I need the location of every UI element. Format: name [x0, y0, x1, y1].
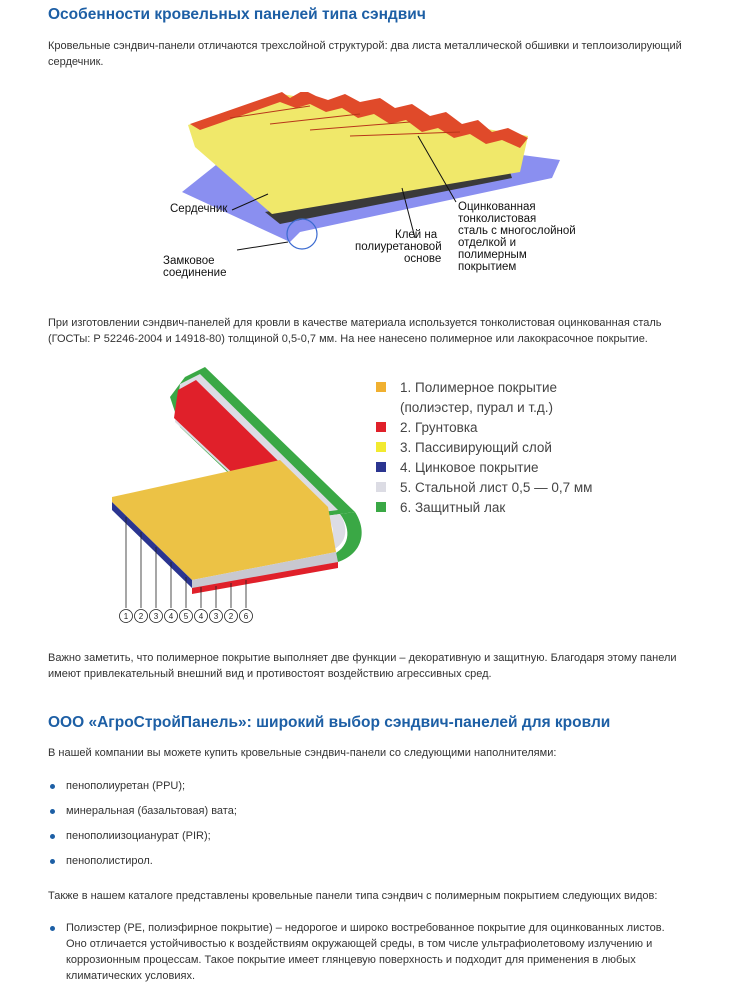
coating-item: Полиэстер (PE, полиэфирное покрытие) – н… — [48, 920, 688, 984]
filler-item-text: пенополиуретан (PPU); — [66, 780, 186, 792]
label-glue-1: Клей на — [395, 229, 438, 241]
section-title: Особенности кровельных панелей типа сэнд… — [48, 6, 426, 23]
steel-paragraph: При изготовлении сэндвич-панелей для кро… — [48, 317, 662, 345]
layer-number: 3 — [154, 612, 159, 621]
bullet-icon — [50, 834, 55, 839]
catalog-intro: Также в нашем каталоге представлены кров… — [48, 890, 658, 902]
label-steel-6: покрытием — [458, 261, 516, 273]
intro-paragraph: Кровельные сэндвич-панели отличаются тре… — [48, 40, 682, 68]
filler-item-text: пенополиизоцианурат (PIR); — [66, 830, 211, 842]
label-glue-2: полиуретановой — [355, 241, 442, 253]
legend-swatch — [376, 442, 386, 452]
legend-item: 6. Защитный лак — [400, 500, 505, 515]
filler-item-text: минеральная (базальтовая) вата; — [66, 805, 237, 817]
coating-layers-illustration: 1 2 3 4 5 4 3 2 6 1. Полимерное покрытие (полиэст… — [112, 367, 592, 623]
layer-number-circle — [134, 609, 148, 623]
layer-number-circle — [209, 609, 223, 623]
zinc-edge — [112, 502, 192, 588]
legend-item: 3. Пассивирующий слой — [400, 440, 552, 455]
filler-item: минеральная (базальтовая) вата; — [48, 803, 688, 819]
company-section-title: ООО «АгроСтройПанель»: широкий выбор сэн… — [48, 714, 611, 731]
legend-swatch — [376, 502, 386, 512]
filler-item: пенополистирол. — [48, 853, 688, 869]
legend-swatch — [376, 462, 386, 472]
layer-number: 4 — [169, 612, 174, 621]
layer-number-circle — [119, 609, 133, 623]
bend-inner — [320, 514, 346, 552]
label-lock-1: Замковое — [163, 255, 215, 267]
bend-outer — [330, 512, 362, 562]
coatings-list: Полиэстер (PE, полиэфирное покрытие) – н… — [48, 920, 688, 984]
filler-item: пенополиуретан (PPU); — [48, 778, 688, 794]
rib-lines — [229, 105, 461, 137]
legend-item: 4. Цинковое покрытие — [400, 460, 539, 475]
layer-number-circle — [194, 609, 208, 623]
pointer-lines — [125, 517, 247, 608]
label-steel-3: сталь с многослойной — [458, 225, 576, 237]
leader-lines — [231, 135, 457, 251]
label-steel-5: полимерным — [458, 249, 527, 261]
layer-number: 1 — [124, 612, 129, 621]
label-core: Сердечник — [170, 203, 228, 215]
layer-number-circle — [149, 609, 163, 623]
layer-number: 6 — [244, 612, 249, 621]
label-glue-3: основе — [404, 253, 441, 265]
filler-item: пенополиизоцианурат (PIR); — [48, 828, 688, 844]
layer-number-circle — [239, 609, 253, 623]
layer-number: 2 — [229, 612, 234, 621]
polymer-layer — [112, 460, 336, 580]
layer-number-markers: 1 2 3 4 5 4 3 2 6 — [119, 609, 253, 623]
layer-number: 3 — [214, 612, 219, 621]
legend-swatch — [376, 482, 386, 492]
legend-swatch — [376, 422, 386, 432]
sandwich-panel-illustration: Сердечник Замковое соединение Клей на по… — [163, 92, 576, 279]
layer-number-circle — [164, 609, 178, 623]
bullet-icon — [50, 859, 55, 864]
bullet-icon — [50, 809, 55, 814]
layer-number: 4 — [199, 612, 204, 621]
legend-item: 5. Стальной лист 0,5 — 0,7 мм — [400, 480, 592, 495]
legend: 1. Полимерное покрытие (полиэстер, пурал … — [376, 380, 592, 515]
legend-item: (полиэстер, пурал и т.д.) — [400, 400, 553, 415]
top-sheet — [190, 92, 528, 148]
lock-circle-icon — [286, 218, 318, 250]
filler-item-text: пенополистирол. — [66, 855, 153, 867]
label-steel-1: Оцинкованная — [458, 201, 536, 213]
layer-number-circle — [179, 609, 193, 623]
bullet-icon — [50, 926, 55, 931]
label-steel-2: тонколистовая — [458, 213, 536, 225]
primer-edge — [192, 562, 338, 594]
polymer-paragraph: Важно заметить, что полимерное покрытие … — [48, 652, 677, 680]
fillers-list: пенополиуретан (PPU); минеральная (базаль… — [48, 778, 688, 878]
legend-swatch — [376, 382, 386, 392]
layer-number: 5 — [184, 612, 189, 621]
fillers-intro: В нашей компании вы можете купить кровел… — [48, 747, 557, 759]
label-steel-4: отделкой и — [458, 237, 516, 249]
label-lock-2: соединение — [163, 267, 226, 279]
coating-item-text: Полиэстер (PE, полиэфирное покрытие) – н… — [66, 922, 665, 982]
sheet-edge — [192, 552, 338, 590]
legend-item: 1. Полимерное покрытие — [400, 380, 557, 395]
layer-number: 2 — [139, 612, 144, 621]
bullet-icon — [50, 784, 55, 789]
layer-number-circle — [224, 609, 238, 623]
legend-item: 2. Грунтовка — [400, 420, 478, 435]
